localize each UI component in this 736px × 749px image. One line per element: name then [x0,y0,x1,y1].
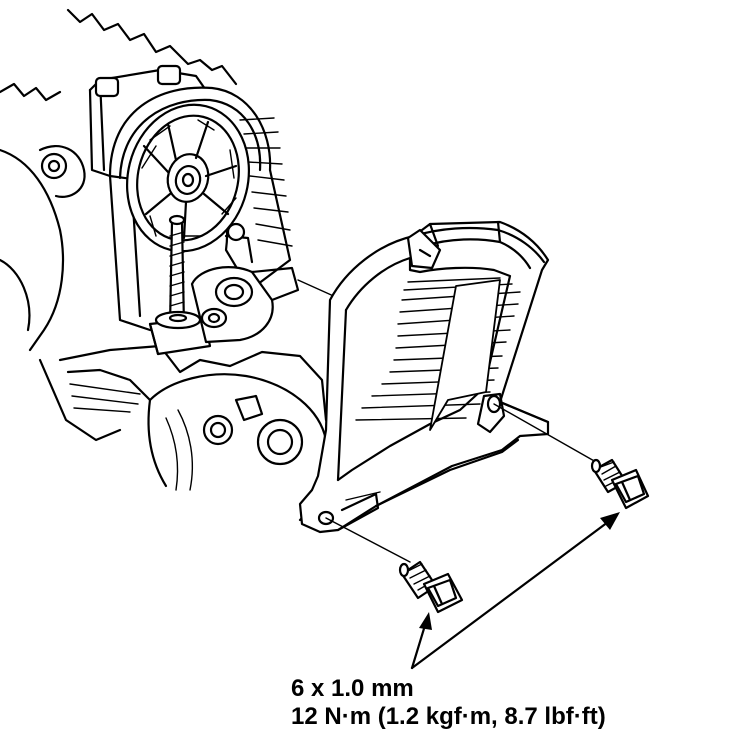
upper-timing-belt-cover [298,220,550,534]
arrowhead-lower-bolt [419,612,432,630]
camshaft-pulley [125,103,251,253]
bolt-lower [325,517,464,614]
bolt-upper-right [493,403,650,510]
tensioner-stud [148,214,212,356]
tensioner-bracket [190,222,300,344]
arrowhead-upper-bolt [600,512,620,530]
alignment-line [297,279,339,299]
callout-leaders [410,512,620,670]
torque-spec-label: 12 N·m (1.2 kgf·m, 8.7 lbf·ft) [291,703,606,730]
engine-block [0,8,328,522]
bolt-size-label: 6 x 1.0 mm [291,675,414,702]
